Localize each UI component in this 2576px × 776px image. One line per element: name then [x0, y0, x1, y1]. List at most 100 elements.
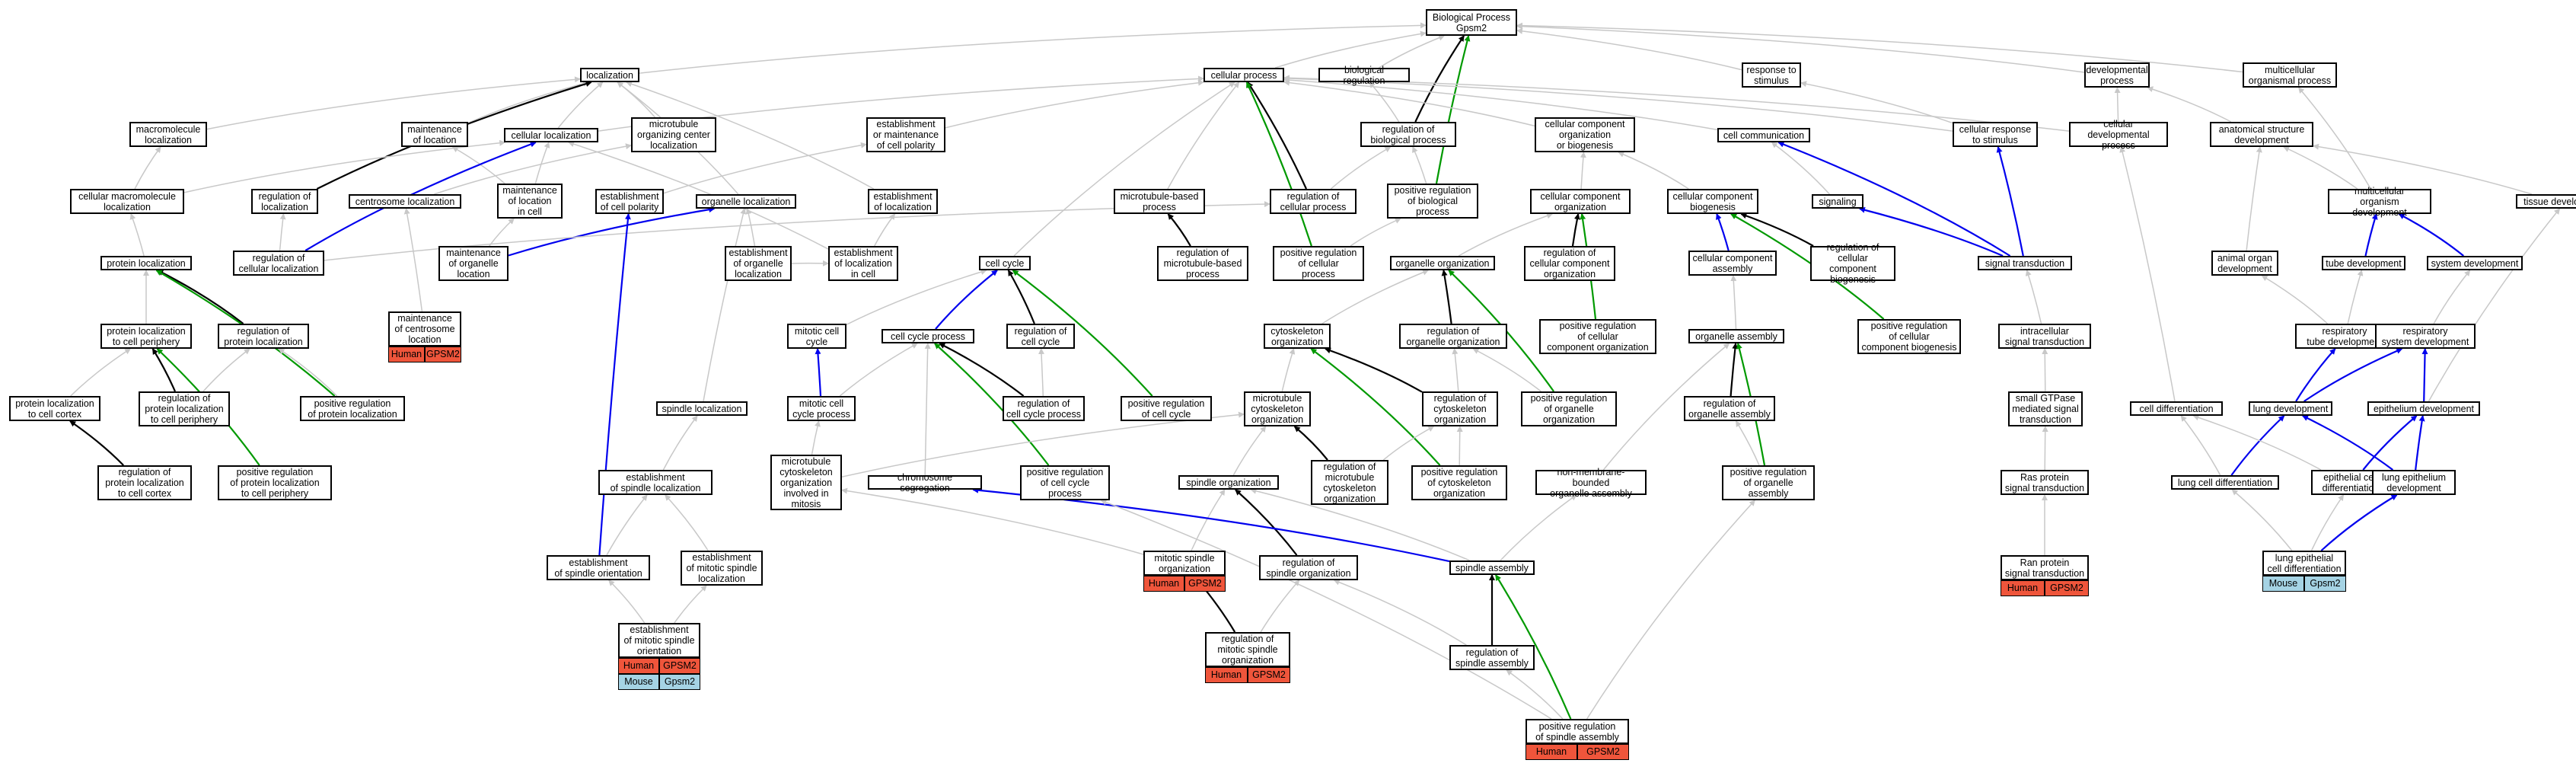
go-term-reg-mt-based[interactable]: regulation of microtubule-based process [1157, 246, 1248, 281]
go-term-multi-org[interactable]: multicellular organismal process [2243, 62, 2337, 88]
go-term-cell-comm[interactable]: cell communication [1717, 128, 1810, 142]
go-term-macro-loc[interactable]: macromolecule localization [129, 122, 207, 147]
mouse-annotation-badge[interactable]: Gpsm2 [2304, 576, 2346, 592]
go-term-reg-cell-loc[interactable]: regulation of cellular localization [233, 251, 324, 276]
go-term-ran-signal[interactable]: Ran protein signal transduction [2001, 555, 2089, 580]
go-term-resp-stim[interactable]: response to stimulus [1742, 62, 1801, 88]
mouse-annotation-badge[interactable]: Mouse [618, 674, 659, 690]
go-term-est-spindle-loc[interactable]: establishment of spindle localization [598, 470, 713, 495]
go-term-cell-cycle[interactable]: cell cycle [979, 256, 1031, 270]
go-term-pos-reg-cell-cycle[interactable]: positive regulation of cell cycle [1121, 396, 1212, 421]
go-term-reg-bio[interactable]: regulation of biological process [1360, 122, 1456, 147]
go-term-prot-loc-cortex[interactable]: protein localization to cell cortex [9, 396, 100, 421]
human-annotation-badge[interactable]: Human [1205, 667, 1248, 683]
human-annotation-badge[interactable]: Human [1526, 744, 1577, 760]
go-term-est-mitotic-spindle-loc[interactable]: establishment of mitotic spindle localiz… [681, 551, 763, 586]
mouse-annotation-badge[interactable]: Mouse [2262, 576, 2304, 592]
go-term-reg-cytoskel-org[interactable]: regulation of cytoskeleton organization [1422, 391, 1498, 426]
go-term-anat-dev[interactable]: anatomical structure development [2210, 122, 2313, 147]
go-term-reg-cellular[interactable]: regulation of cellular process [1270, 189, 1357, 214]
go-term-cc-biog[interactable]: cellular component biogenesis [1667, 189, 1758, 214]
go-term-pos-reg-org-assembly[interactable]: positive regulation of organelle assembl… [1722, 465, 1815, 500]
human-annotation-badge[interactable]: GPSM2 [1577, 744, 1629, 760]
go-term-est-polarity[interactable]: establishment or maintenance of cell pol… [866, 117, 945, 152]
go-term-reg-ccorg[interactable]: regulation of cellular component organiz… [1524, 246, 1615, 281]
go-term-signaling[interactable]: signaling [1812, 194, 1863, 209]
go-term-localization[interactable]: localization [580, 68, 639, 82]
go-term-cc-process[interactable]: cell cycle process [882, 329, 974, 343]
human-annotation-badge[interactable]: Human [388, 346, 425, 362]
human-annotation-badge[interactable]: GPSM2 [425, 346, 461, 362]
go-term-bio-reg[interactable]: biological regulation [1318, 65, 1410, 86]
go-term-est-loc-cell[interactable]: establishment of localization in cell [828, 246, 898, 281]
go-term-resp-sys-dev[interactable]: respiratory system development [2375, 324, 2476, 349]
go-term-cell-resp-stim[interactable]: cellular response to stimulus [1953, 122, 2038, 147]
go-term-chrom-seg[interactable]: chromosome segregation [868, 472, 982, 493]
go-term-reg-spindle-assembly[interactable]: regulation of spindle assembly [1449, 645, 1535, 670]
go-term-mitotic-cc-proc[interactable]: mitotic cell cycle process [787, 396, 856, 421]
go-term-cell-diff[interactable]: cell differentiation [2130, 401, 2223, 416]
go-term-spindle-org[interactable]: spindle organization [1178, 475, 1279, 490]
go-term-cellular-process[interactable]: cellular process [1204, 68, 1284, 82]
go-term-intra-signal[interactable]: intracellular signal transduction [1998, 324, 2091, 349]
go-term-pos-reg-prot-loc-periph[interactable]: positive regulation of protein localizat… [218, 465, 332, 500]
go-term-organelle-org[interactable]: organelle organization [1390, 256, 1495, 270]
go-term-pos-reg-ccorg[interactable]: positive regulation of cellular componen… [1539, 319, 1656, 354]
mouse-annotation-badge[interactable]: Gpsm2 [659, 674, 700, 690]
go-term-signal-trans[interactable]: signal transduction [1978, 256, 2072, 270]
go-term-pos-reg-cc-process[interactable]: positive regulation of cell cycle proces… [1020, 465, 1110, 500]
go-term-reg-prot-loc[interactable]: regulation of protein localization [218, 324, 309, 349]
go-term-reg-prot-loc-periph[interactable]: regulation of protein localization to ce… [139, 391, 230, 426]
go-term-ras-signal[interactable]: Ras protein signal transduction [2001, 470, 2089, 495]
go-term-reg-loc[interactable]: regulation of localization [251, 189, 318, 214]
go-term-reg-org-assembly[interactable]: regulation of organelle assembly [1684, 396, 1775, 421]
go-term-est-cell-pol[interactable]: establishment of cell polarity [595, 189, 664, 214]
go-term-mtoc-loc[interactable]: microtubule organizing center localizati… [631, 117, 716, 152]
go-term-org-assembly[interactable]: organelle assembly [1688, 329, 1784, 343]
go-term-ccorg-biog[interactable]: cellular component organization or bioge… [1535, 117, 1635, 152]
go-term-cell-loc[interactable]: cellular localization [504, 128, 598, 142]
go-term-mt-cytoskel-org[interactable]: microtubule cytoskeleton organization [1244, 391, 1311, 426]
human-annotation-badge[interactable]: Human [618, 658, 659, 674]
go-term-est-org-loc[interactable]: establishment of organelle localization [725, 246, 792, 281]
go-term-lung-epith-cell-diff[interactable]: lung epithelial cell differentiation [2262, 551, 2346, 576]
go-term-mitotic-cc[interactable]: mitotic cell cycle [787, 324, 846, 349]
go-term-pos-reg-prot-loc[interactable]: positive regulation of protein localizat… [300, 396, 405, 421]
human-annotation-badge[interactable]: Human [2001, 580, 2045, 596]
go-term-protein-loc[interactable]: protein localization [100, 256, 192, 270]
go-term-est-mitotic-spindle-orient[interactable]: establishment of mitotic spindle orienta… [618, 623, 700, 658]
go-term-cytoskel-org[interactable]: cytoskeleton organization [1264, 324, 1331, 349]
go-term-spindle-loc[interactable]: spindle localization [656, 401, 748, 416]
go-term-reg-cc-biog[interactable]: regulation of cellular component biogene… [1810, 242, 1895, 285]
go-term-nonmem-org-assembly[interactable]: non-membrane-bounded organelle assembly [1535, 467, 1647, 499]
go-term-pos-reg-bio[interactable]: positive regulation of biological proces… [1387, 184, 1478, 219]
go-term-maint-loc[interactable]: maintenance of location [401, 122, 468, 147]
go-term-mt-based[interactable]: microtubule-based process [1114, 189, 1205, 214]
go-term-reg-org-org[interactable]: regulation of organelle organization [1399, 324, 1507, 349]
go-term-organelle-loc[interactable]: organelle localization [696, 194, 796, 209]
human-annotation-badge[interactable]: GPSM2 [2045, 580, 2089, 596]
go-term-lung-dev[interactable]: lung development [2249, 401, 2332, 416]
go-term-tissue-dev[interactable]: tissue development [2516, 194, 2576, 209]
go-term-reg-mitotic-spindle-org[interactable]: regulation of mitotic spindle organizati… [1205, 632, 1290, 667]
go-term-pos-reg-org-org[interactable]: positive regulation of organelle organiz… [1521, 391, 1617, 426]
human-annotation-badge[interactable]: GPSM2 [1184, 576, 1226, 592]
go-term-pos-reg-cc-biog[interactable]: positive regulation of cellular componen… [1857, 319, 1961, 354]
go-term-epith-dev[interactable]: epithelium development [2367, 401, 2480, 416]
go-term-prot-loc-periph[interactable]: protein localization to cell periphery [100, 324, 192, 349]
go-term-tube-dev[interactable]: tube development [2322, 256, 2405, 270]
go-term-small-gtpase[interactable]: small GTPase mediated signal transductio… [2008, 391, 2083, 426]
go-term-lung-epith-dev[interactable]: lung epithelium development [2372, 470, 2456, 495]
go-term-mt-cyto-mitosis[interactable]: microtubule cytoskeleton organization in… [770, 455, 842, 510]
go-term-animal-organ-dev[interactable]: animal organ development [2211, 251, 2278, 276]
go-term-cell-dev-proc[interactable]: cellular developmental process [2069, 119, 2168, 151]
go-term-est-loc[interactable]: establishment of localization [868, 189, 938, 214]
go-term-pos-reg-spindle-assembly[interactable]: positive regulation of spindle assembly [1526, 719, 1629, 744]
go-term-maint-org-loc[interactable]: maintenance of organelle location [438, 246, 509, 281]
go-term-ccorg[interactable]: cellular component organization [1530, 189, 1631, 214]
go-term-mitotic-spindle-org[interactable]: mitotic spindle organization [1143, 551, 1226, 576]
go-term-est-spindle-orient[interactable]: establishment of spindle orientation [547, 555, 650, 580]
go-term-centrosome-loc[interactable]: centrosome localization [349, 194, 461, 209]
go-term-reg-prot-loc-cortex[interactable]: regulation of protein localization to ce… [97, 465, 192, 500]
go-term-lung-cell-diff[interactable]: lung cell differentiation [2171, 475, 2279, 490]
